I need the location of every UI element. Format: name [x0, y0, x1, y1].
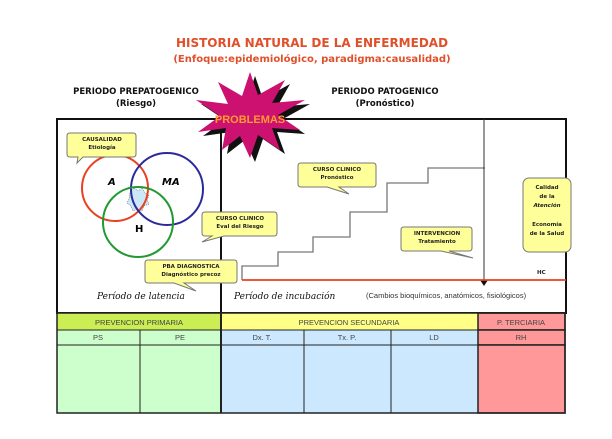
secondary-prevention-header: PREVENCION SECUNDARIA	[299, 318, 400, 327]
incubacion-label: Período de incubación	[233, 291, 336, 302]
svg-text:CAUSALIDAD: CAUSALIDAD	[82, 137, 122, 143]
tertiary-prevention-header: P. TERCIARIA	[497, 318, 545, 327]
arrow-down-icon	[480, 280, 488, 286]
svg-text:Pronóstico: Pronóstico	[320, 174, 353, 181]
title: HISTORIA NATURAL DE LA ENFERMEDAD	[176, 36, 448, 50]
circle-h	[102, 186, 174, 258]
svg-text:Etiología: Etiología	[88, 144, 116, 151]
col-tx: Tx. P.	[338, 333, 357, 342]
prepatogenic-sub: (Riesgo)	[116, 99, 156, 109]
clinical-course-stairs	[241, 167, 485, 280]
venn-label-ma: MA	[162, 177, 180, 188]
svg-text:INTERVENCION: INTERVENCION	[414, 231, 461, 237]
svg-text:Diagnóstico precoz: Diagnóstico precoz	[161, 271, 220, 278]
svg-text:CURSO CLINICO: CURSO CLINICO	[216, 216, 265, 222]
svg-text:Calidad: Calidad	[535, 185, 558, 191]
venn-diagram: A MA H	[81, 152, 204, 258]
svg-text:de la Salud: de la Salud	[530, 231, 565, 237]
circle-ma	[130, 152, 204, 226]
primary-prevention-header: PREVENCION PRIMARIA	[95, 318, 183, 327]
svg-text:CURSO CLINICO: CURSO CLINICO	[313, 167, 362, 173]
patogenic-sub: (Pronóstico)	[356, 98, 415, 109]
callout-curso-pronostico: CURSO CLINICO Pronóstico	[297, 162, 377, 195]
svg-text:Eval del Riesgo: Eval del Riesgo	[216, 224, 263, 230]
col-dx: Dx. T.	[252, 333, 271, 342]
prepatogenic-label: PERIODO PREPATOGENICO	[73, 87, 199, 97]
patogenic-label: PERIODO PATOGENICO	[331, 87, 438, 97]
callout-curso-eval: CURSO CLINICO Eval del Riesgo	[201, 211, 278, 243]
latencia-label: Período de latencia	[96, 291, 185, 302]
col-ld: LD	[429, 333, 439, 342]
col-pe: PE	[175, 333, 185, 342]
svg-text:de la: de la	[539, 194, 554, 200]
svg-text:Tratamiento: Tratamiento	[418, 239, 456, 245]
callout-pba-diagnostica: PBA DIAGNOSTICA Diagnóstico precoz	[144, 259, 238, 292]
svg-text:Economía: Economía	[532, 221, 562, 228]
col-rh: RH	[516, 333, 527, 342]
hc-label: HC	[537, 270, 546, 276]
venn-label-h: H	[135, 224, 143, 235]
callout-calidad: Calidad de la Atención Economía de la Sa…	[522, 177, 572, 253]
venn-label-a: A	[107, 177, 116, 188]
svg-text:PBA DIAGNOSTICA: PBA DIAGNOSTICA	[162, 264, 220, 270]
problemas-label: PROBLEMAS	[215, 114, 285, 126]
subtitle: (Enfoque:epidemiológico, paradigma:causa…	[173, 53, 450, 65]
problemas-burst: PROBLEMAS	[196, 72, 310, 162]
col-ps: PS	[93, 333, 103, 342]
callout-causalidad: CAUSALIDAD Etiología	[66, 132, 137, 165]
cambios-label: (Cambios bioquímicos, anatómicos, fisiol…	[366, 291, 527, 300]
callout-intervencion: INTERVENCION Tratamiento	[400, 226, 474, 259]
prevention-table	[56, 312, 566, 414]
svg-text:Atención: Atención	[532, 202, 560, 209]
